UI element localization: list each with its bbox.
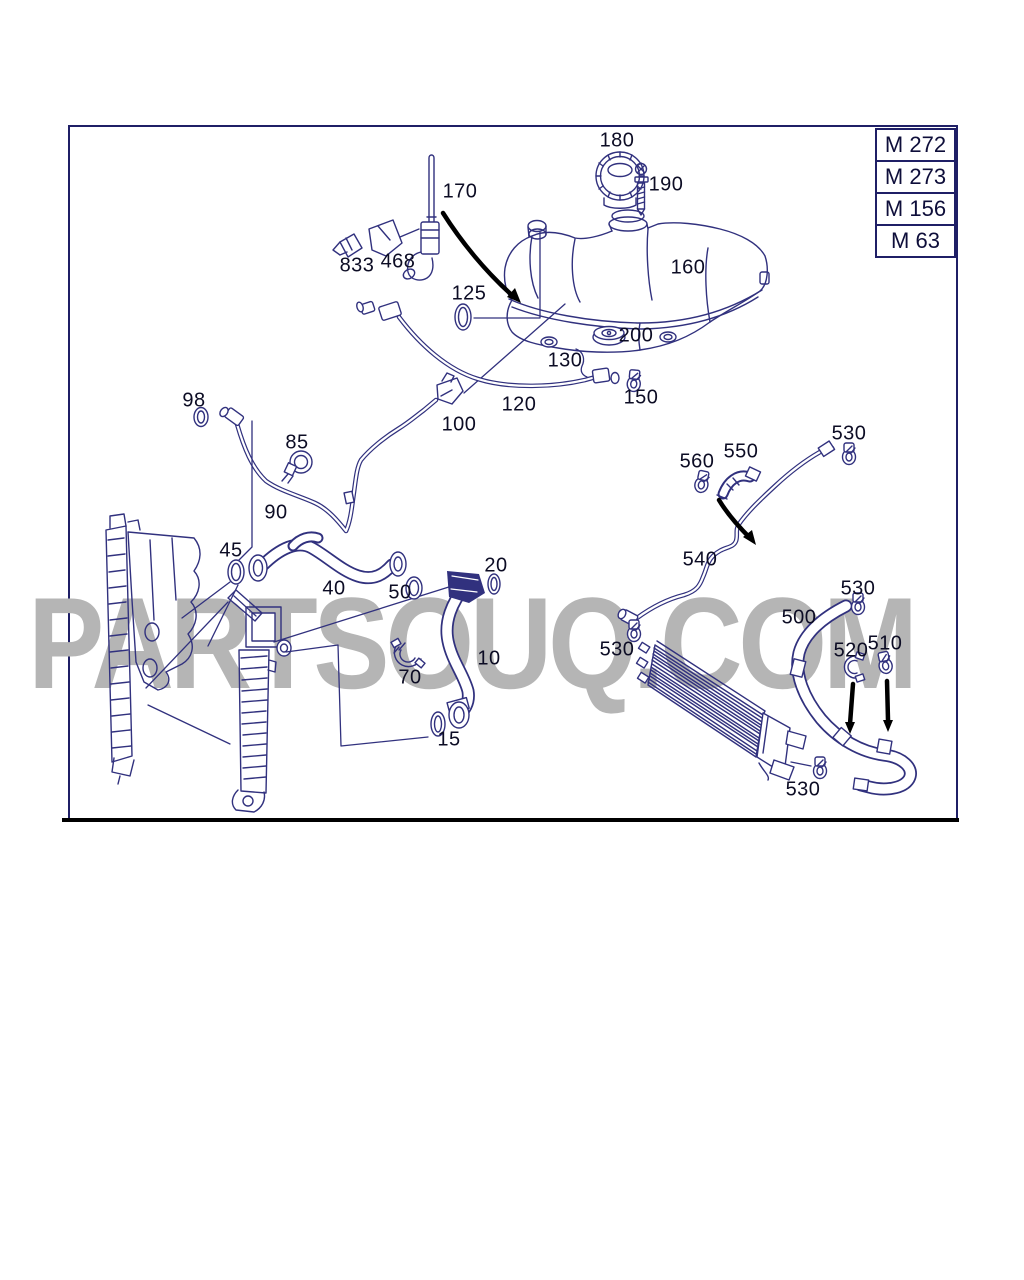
legend-item-m273: M 273	[875, 160, 956, 194]
part-label-468: 468	[380, 250, 416, 273]
part-label-530-bottom: 530	[785, 778, 821, 801]
part-label-170: 170	[442, 180, 478, 203]
part-label-20: 20	[484, 554, 508, 577]
part-label-40: 40	[322, 577, 346, 600]
part-label-90: 90	[264, 501, 288, 524]
part-label-530-left: 530	[599, 638, 635, 661]
part-label-540: 540	[682, 548, 718, 571]
part-label-125: 125	[451, 282, 487, 305]
part-label-520: 520	[833, 639, 869, 662]
engine-code-legend: M 272 M 273 M 156 M 63	[875, 128, 956, 258]
part-label-550: 550	[723, 440, 759, 463]
legend-item-m272: M 272	[875, 128, 956, 162]
part-label-530-top: 530	[831, 422, 867, 445]
part-label-560: 560	[679, 450, 715, 473]
part-label-200: 200	[618, 324, 654, 347]
part-label-530-mid: 530	[840, 577, 876, 600]
part-label-120: 120	[501, 393, 537, 416]
part-label-833: 833	[339, 254, 375, 277]
part-label-160: 160	[670, 256, 706, 279]
part-label-100: 100	[441, 413, 477, 436]
part-label-130: 130	[547, 349, 583, 372]
part-label-180: 180	[599, 129, 635, 152]
bottom-rule	[62, 818, 959, 822]
part-label-70: 70	[398, 666, 422, 689]
part-label-98: 98	[182, 389, 206, 412]
legend-item-m63: M 63	[875, 224, 956, 258]
part-label-15: 15	[437, 728, 461, 751]
part-label-500: 500	[781, 606, 817, 629]
part-label-510: 510	[867, 632, 903, 655]
part-label-10: 10	[477, 647, 501, 670]
watermark-text: PARTSOUQ.COM	[28, 570, 918, 716]
part-label-45: 45	[219, 539, 243, 562]
part-label-85: 85	[285, 431, 309, 454]
part-label-190: 190	[648, 173, 684, 196]
part-label-150: 150	[623, 386, 659, 409]
legend-item-m156: M 156	[875, 192, 956, 226]
part-label-50: 50	[388, 581, 412, 604]
